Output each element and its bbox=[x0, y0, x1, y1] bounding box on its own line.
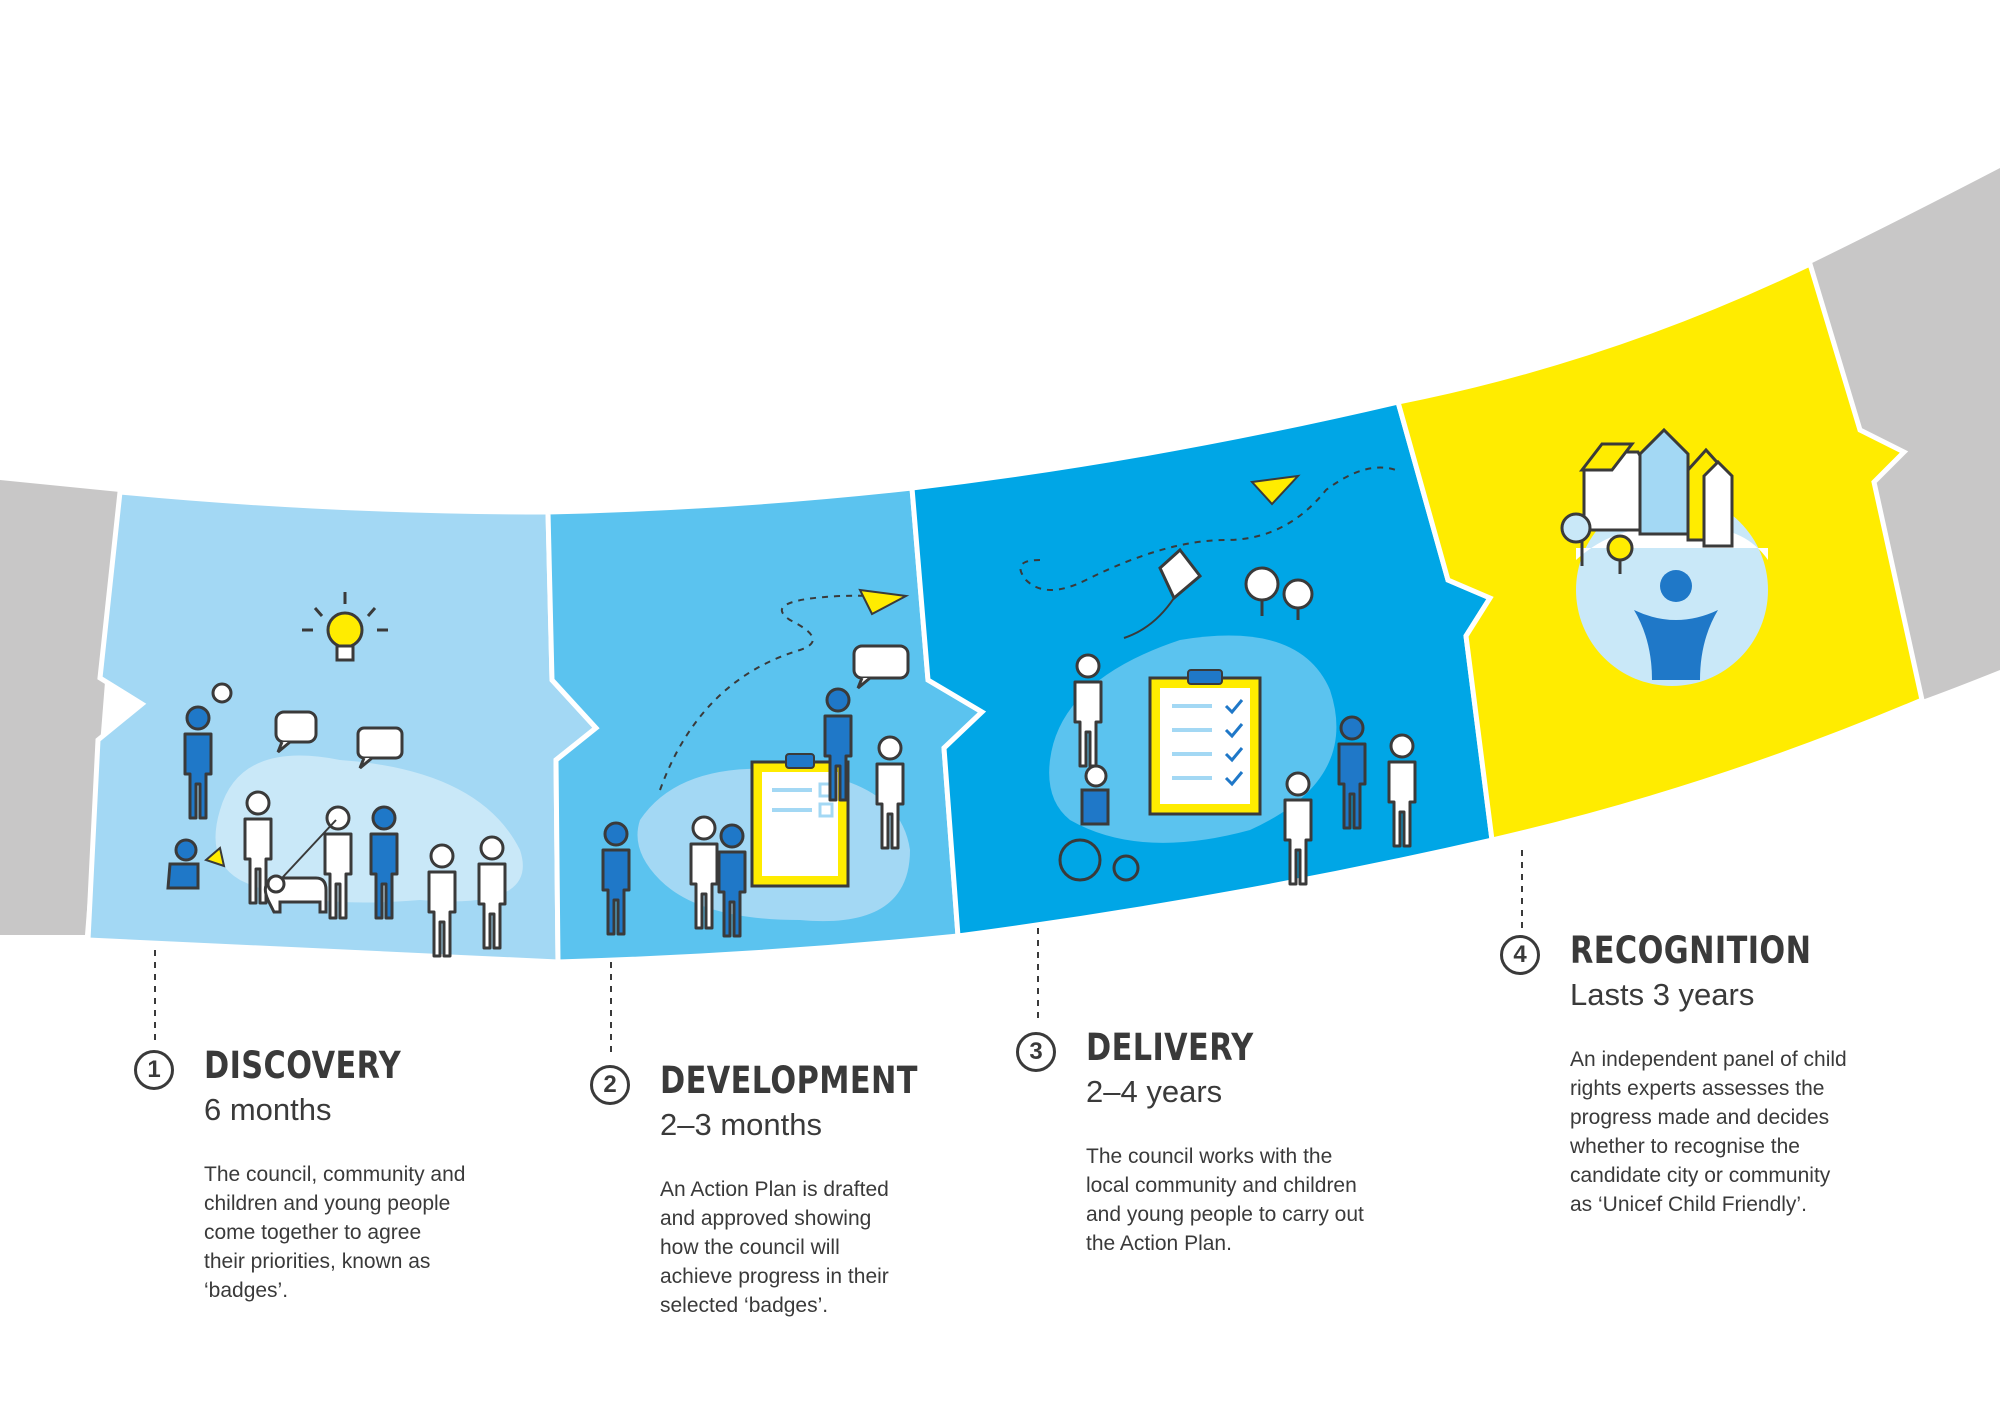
tree-icon bbox=[1560, 512, 1634, 574]
stage-number-badge: 3 bbox=[1016, 1032, 1056, 1072]
stage-title: DISCOVERY bbox=[204, 1044, 402, 1087]
child-figure-icon bbox=[1634, 570, 1718, 680]
stage-duration: Lasts 3 years bbox=[1570, 977, 1755, 1012]
speech-bubble-icon bbox=[852, 644, 910, 690]
speech-bubble-icon bbox=[274, 710, 404, 770]
discovery-illustration bbox=[166, 592, 523, 958]
recognition-illustration bbox=[1560, 427, 1768, 686]
stage-duration: 6 months bbox=[204, 1092, 332, 1127]
delivery-illustration bbox=[1019, 466, 1417, 886]
dog-icon bbox=[263, 819, 337, 914]
stage-number-badge: 4 bbox=[1500, 935, 1540, 975]
stage-title: RECOGNITION bbox=[1570, 929, 1812, 972]
stage-title: DEVELOPMENT bbox=[660, 1059, 918, 1102]
stage-number-badge: 2 bbox=[590, 1065, 630, 1105]
paper-plane-icon bbox=[858, 588, 910, 616]
clipboard-icon bbox=[1148, 669, 1262, 816]
band-grey-right bbox=[1810, 168, 2000, 700]
wheelchair-icon bbox=[1058, 764, 1140, 882]
stage-title: DELIVERY bbox=[1086, 1026, 1254, 1069]
development-illustration bbox=[601, 588, 910, 938]
stage-number-badge: 1 bbox=[134, 1050, 174, 1090]
lightbulb-icon bbox=[302, 592, 388, 662]
kite-icon bbox=[1123, 547, 1203, 639]
stage-description: An Action Plan is drafted and approved s… bbox=[660, 1178, 889, 1317]
houses-icon bbox=[1578, 427, 1734, 548]
paper-plane-icon bbox=[1249, 474, 1301, 506]
stage-description: An independent panel of child rights exp… bbox=[1570, 1048, 1847, 1216]
stage-description: The council, community and children and … bbox=[204, 1163, 466, 1302]
stage-duration: 2–4 years bbox=[1086, 1074, 1223, 1109]
stage-description: The council works with the local communi… bbox=[1086, 1145, 1364, 1255]
stage-duration: 2–3 months bbox=[660, 1107, 822, 1142]
tree-icon bbox=[1244, 566, 1314, 620]
band-grey-left bbox=[0, 480, 120, 935]
